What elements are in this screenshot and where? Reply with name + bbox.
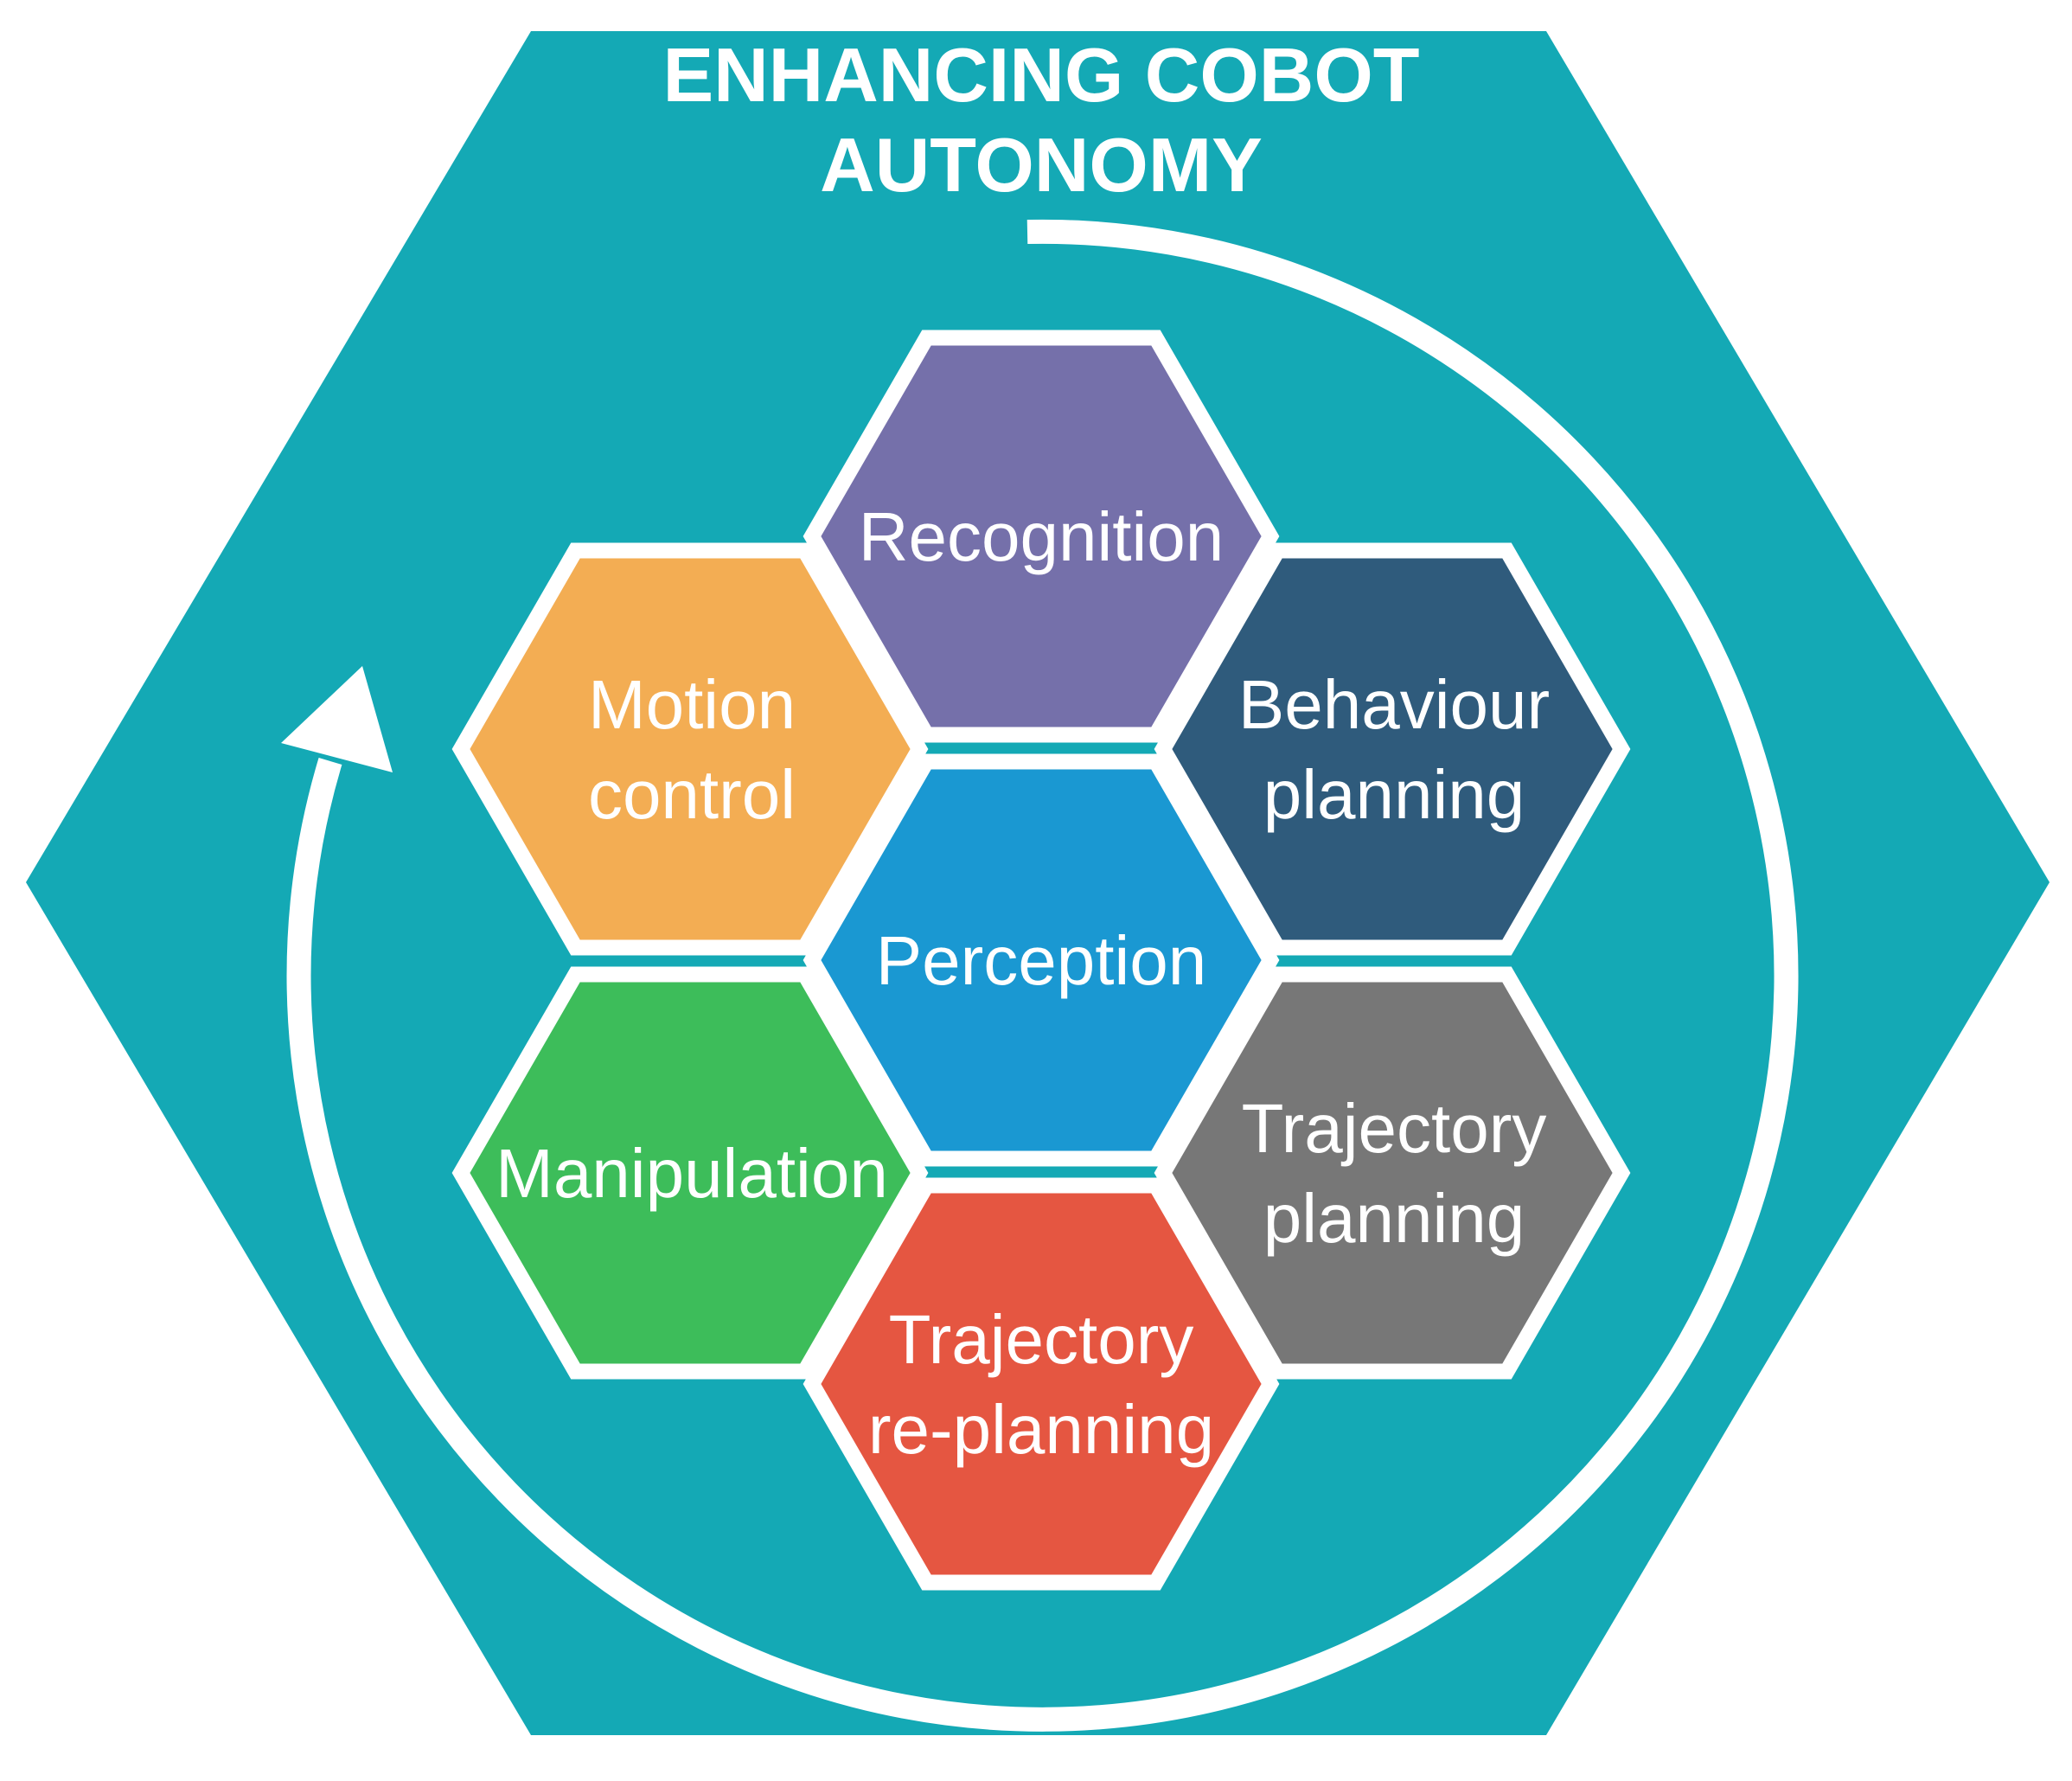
hex-label-trajectory-replanning-line-2: re-planning [868,1391,1214,1468]
diagram-title-line-1: ENHANCING COBOT [662,32,1419,118]
hex-label-trajectory-replanning-line-1: Trajectory [889,1301,1194,1378]
hex-label-manipulation-line-1: Manipulation [496,1135,888,1212]
hex-shape-motion-control [451,542,929,956]
hex-cell-trajectory-planning: Trajectory planning [1154,966,1631,1380]
hex-label-perception-line-1: Perception [876,922,1206,999]
hex-label-recognition-line-1: Recognition [859,498,1225,575]
hex-shape-manipulation [451,966,929,1380]
hex-cell-perception: Perception [803,753,1280,1167]
cycle-arrow-head [281,666,393,772]
hex-label-trajectory-planning-line-1: Trajectory [1242,1090,1547,1167]
hex-label-behaviour-planning-line-1: Behaviour [1238,666,1550,743]
hex-label-motion-control-line-2: control [588,756,796,833]
hex-shape-recognition [803,330,1280,743]
cycle-arrow-arc [286,219,1799,1732]
diagram-title-line-2: AUTONOMY [820,122,1263,208]
hex-cell-recognition: Recognition [803,330,1280,743]
hex-label-trajectory-planning-line-2: planning [1263,1180,1525,1257]
hex-cell-manipulation: Manipulation [451,966,929,1380]
hex-cell-motion-control: Motion control [451,542,929,956]
hex-shape-perception [803,753,1280,1167]
hex-shape-behaviour-planning [1154,542,1631,956]
hex-shape-trajectory-replanning [803,1177,1280,1591]
hex-label-behaviour-planning-line-2: planning [1263,756,1525,833]
hex-cell-behaviour-planning: Behaviour planning [1154,542,1631,956]
hex-cell-trajectory-replanning: Trajectory re-planning [803,1177,1280,1591]
circular-arrow-icon [281,219,1799,1732]
hex-label-motion-control-line-1: Motion [588,666,796,743]
hex-shape-trajectory-planning [1154,966,1631,1380]
